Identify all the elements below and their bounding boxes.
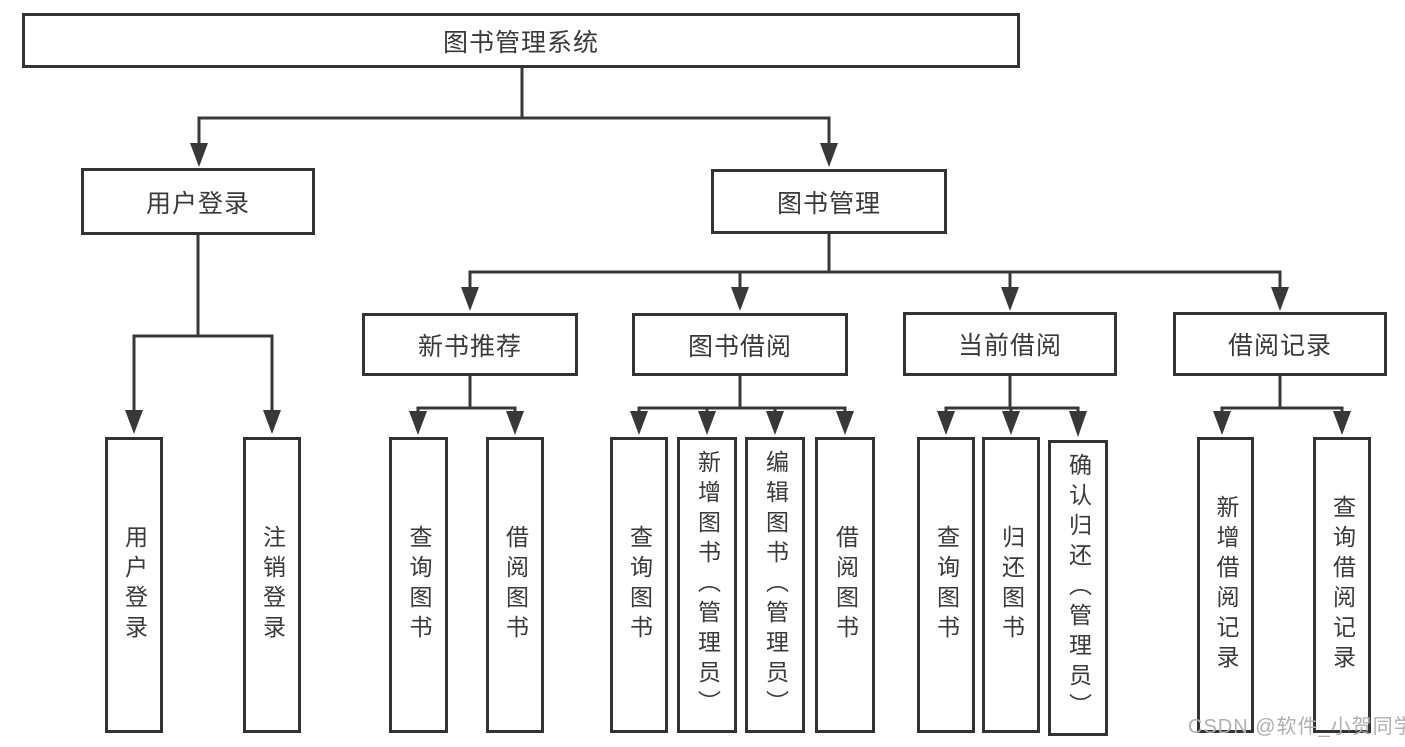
leaf-return-book: 归还图书 [982, 437, 1040, 733]
connector-userlogin-to-leaves [132, 235, 274, 414]
node-user-login: 用户登录 [81, 168, 315, 235]
node-library-system: 图书管理系统 [22, 13, 1020, 68]
connector-bookborrow-to-leaves [637, 376, 847, 415]
leaf-query-borrow-record: 查询借阅记录 [1313, 437, 1371, 733]
connector-root-to-level2 [197, 68, 831, 147]
connector-newbook-to-leaves [416, 376, 517, 415]
leaf-add-borrow-record: 新增借阅记录 [1197, 437, 1254, 733]
arrowheads [125, 143, 1351, 437]
leaf-query-books-current: 查询图书 [917, 437, 975, 733]
leaf-query-books-recommend: 查询图书 [389, 437, 448, 733]
leaf-logout: 注销登录 [243, 437, 301, 733]
node-borrow-records: 借阅记录 [1173, 312, 1387, 376]
connector-borrowrecord-to-leaves [1220, 376, 1344, 415]
leaf-query-books-borrow: 查询图书 [610, 437, 668, 733]
leaf-borrow-books-borrow: 借阅图书 [815, 437, 875, 733]
leaf-edit-book-admin: 编辑图书（管理员） [745, 437, 805, 733]
leaf-confirm-return-admin: 确认归还（管理员） [1048, 440, 1108, 736]
leaf-add-book-admin: 新增图书（管理员） [677, 437, 737, 733]
node-book-borrow: 图书借阅 [632, 313, 848, 376]
csdn-watermark: CSDN @软件_小贺同学 [1188, 716, 1405, 738]
connector-currentborrow-to-leaves [944, 376, 1080, 415]
leaf-borrow-books-recommend: 借阅图书 [486, 437, 544, 733]
connector-bookmgmt-to-level3 [468, 234, 1282, 291]
node-current-borrow: 当前借阅 [903, 312, 1117, 376]
node-new-book-recommend: 新书推荐 [362, 313, 578, 376]
node-book-management: 图书管理 [711, 169, 947, 234]
leaf-user-login: 用户登录 [105, 437, 163, 733]
